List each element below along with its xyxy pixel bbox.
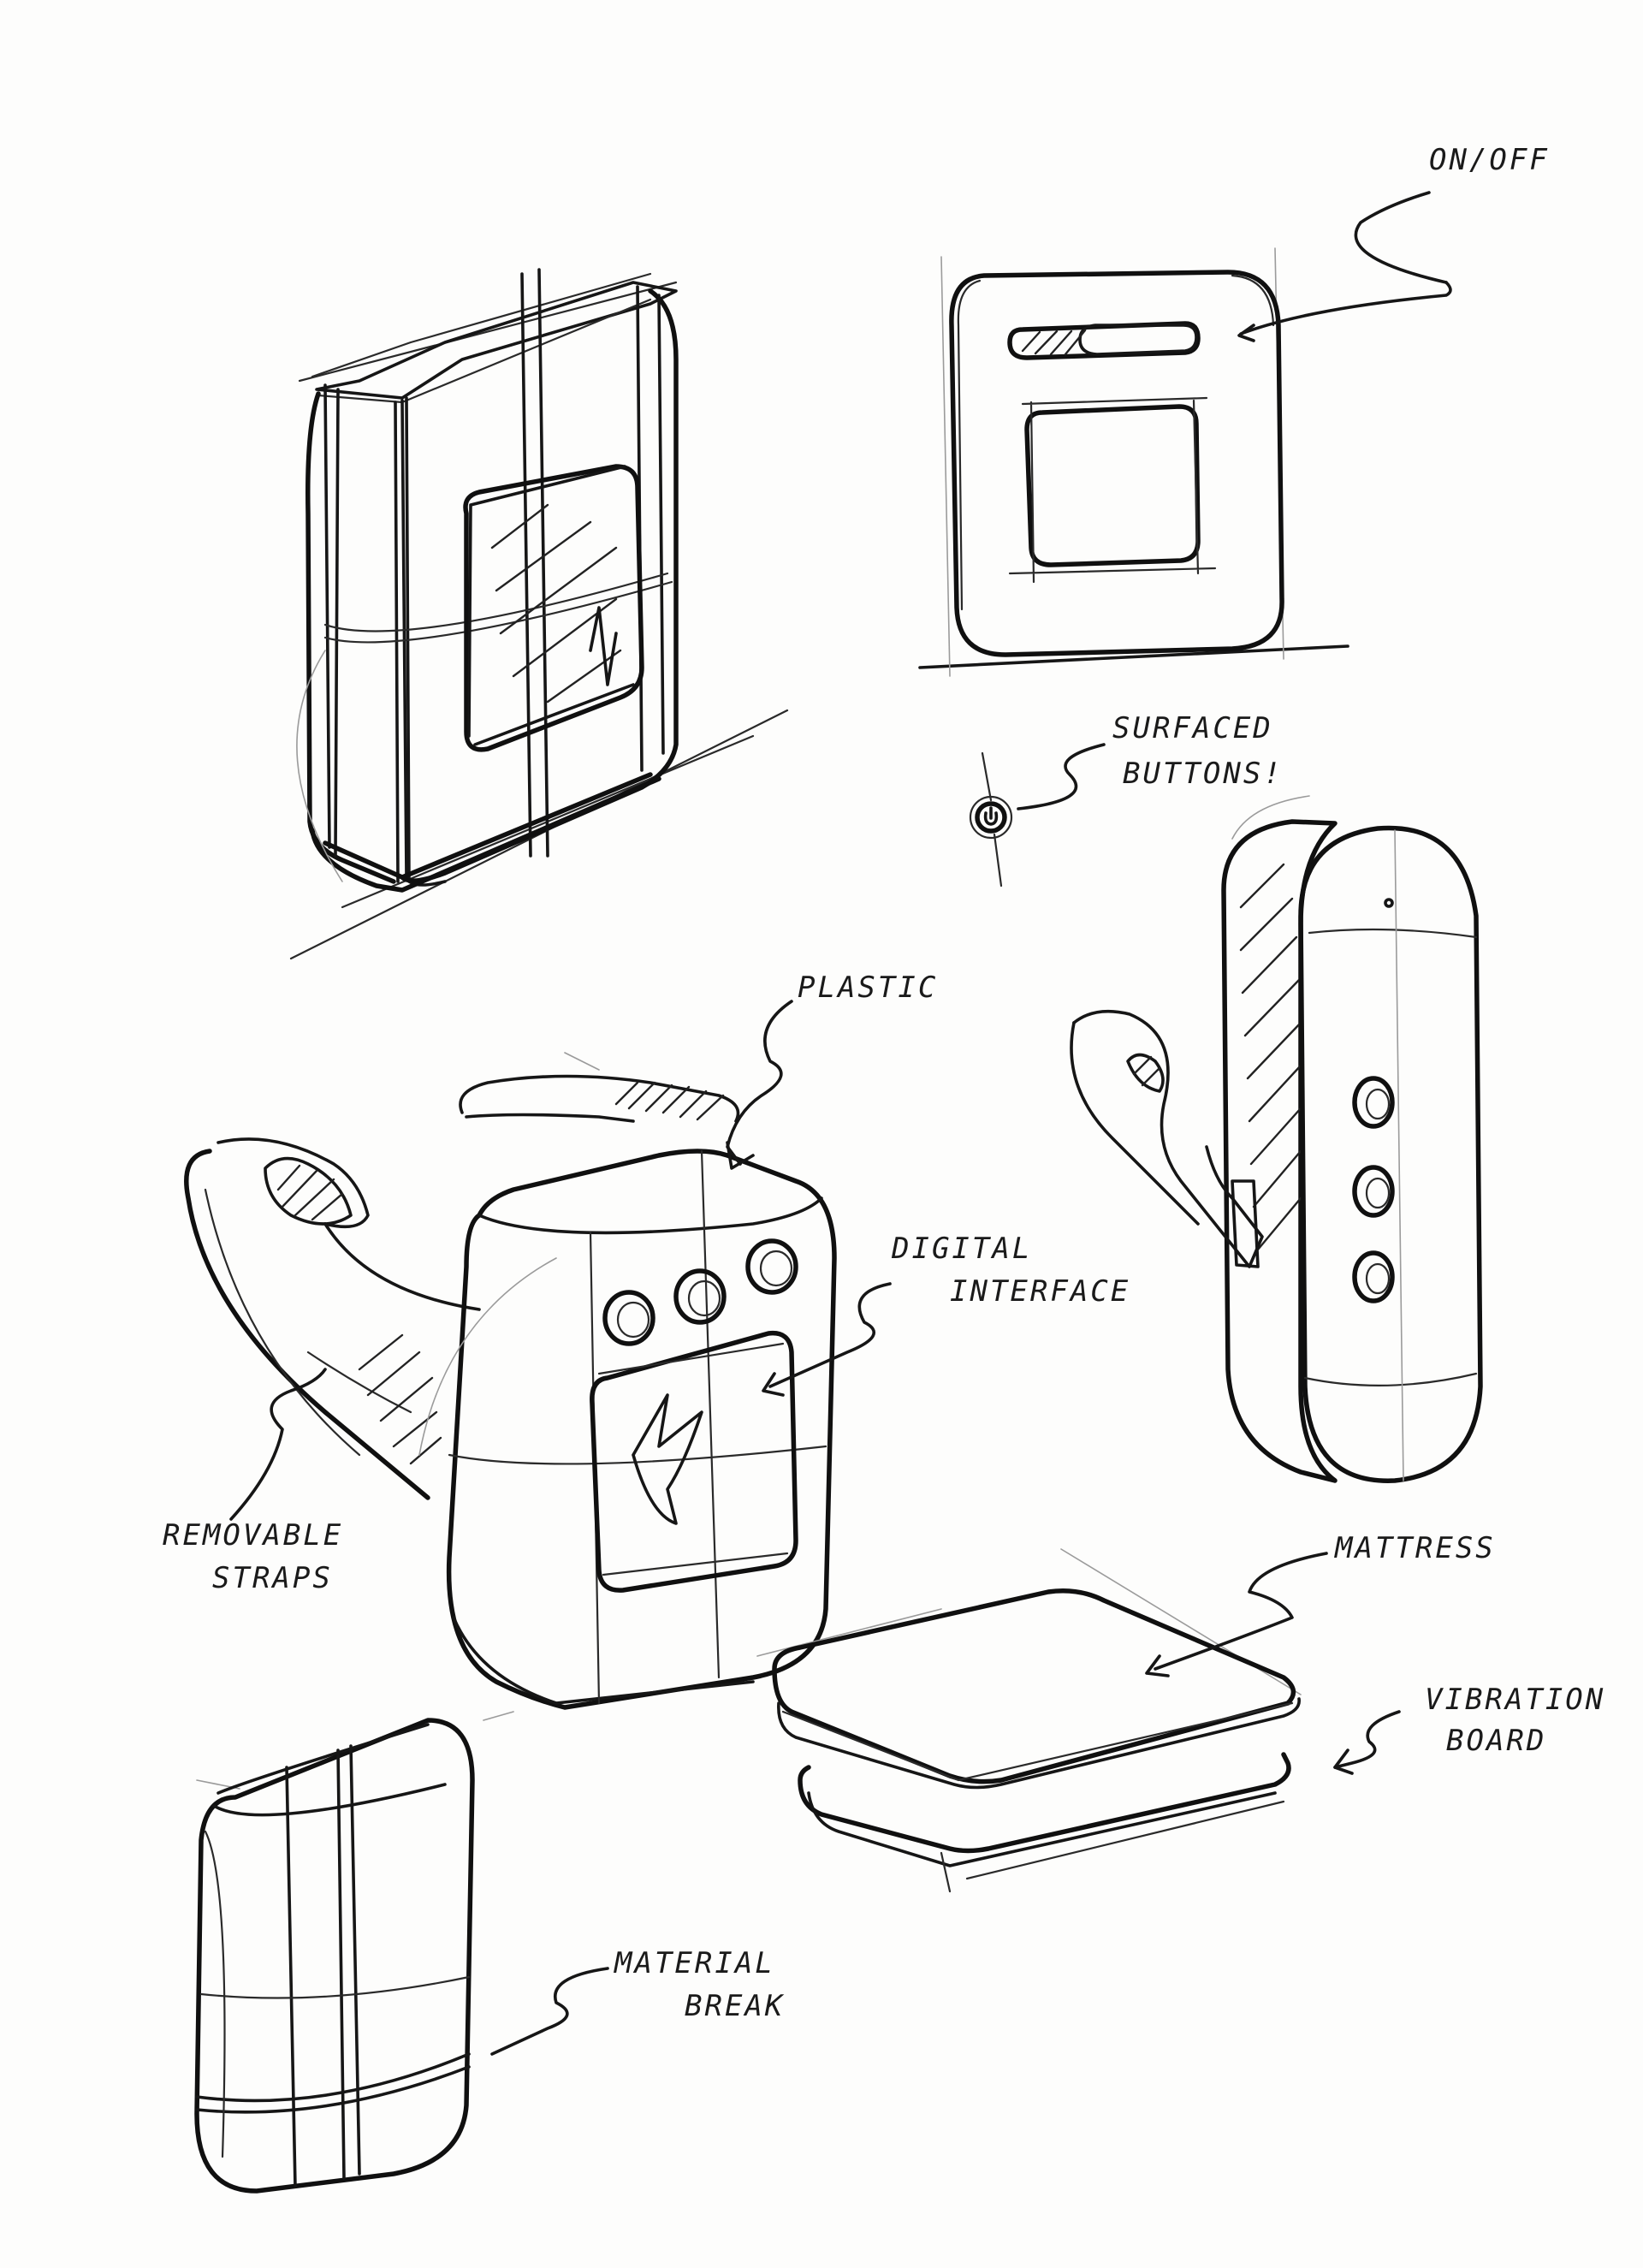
front-view-device-sketch [918,191,1452,888]
strapped-device-sketch [184,1052,837,1710]
label-on-off: ON/OFF [1429,143,1550,177]
label-surfaced-buttons-line2: BUTTONS! [1123,757,1284,791]
pill-buttons [1352,1076,1395,1303]
material-break-sketch [194,1711,514,2194]
label-removable-straps-line1: REMOVABLE [163,1518,343,1553]
label-digital-interface-line2: INTERFACE [950,1274,1130,1309]
label-digital-interface-line1: DIGITAL [891,1232,1032,1266]
label-vibration-board-line2: BOARD [1446,1724,1546,1758]
mattress-sketch [756,1548,1302,1893]
leader-mattress [1154,1552,1328,1671]
leader-plastic [726,1000,793,1166]
label-plastic: PLASTIC [798,971,938,1005]
annotations: ON/OFF SURFACED BUTTONS! PLASTIC DIGITAL… [163,143,1605,2056]
pill-device-sketch [1070,795,1483,1483]
label-mattress: MATTRESS [1334,1531,1496,1565]
label-vibration-board-line1: VIBRATION [1425,1683,1605,1717]
control-knobs [602,1238,798,1346]
label-surfaced-buttons-line1: SURFACED [1112,711,1273,745]
label-removable-straps-line2: STRAPS [212,1561,333,1595]
label-material-break-line1: MATERIAL [614,1946,775,1980]
leader-material-break [490,1967,609,2056]
leader-removable-straps [229,1368,327,1521]
leader-digital-interface [768,1282,892,1388]
rough-box-device-sketch [289,268,789,960]
leader-vibration-board [1333,1710,1401,1769]
label-material-break-line2: BREAK [685,1989,785,2023]
